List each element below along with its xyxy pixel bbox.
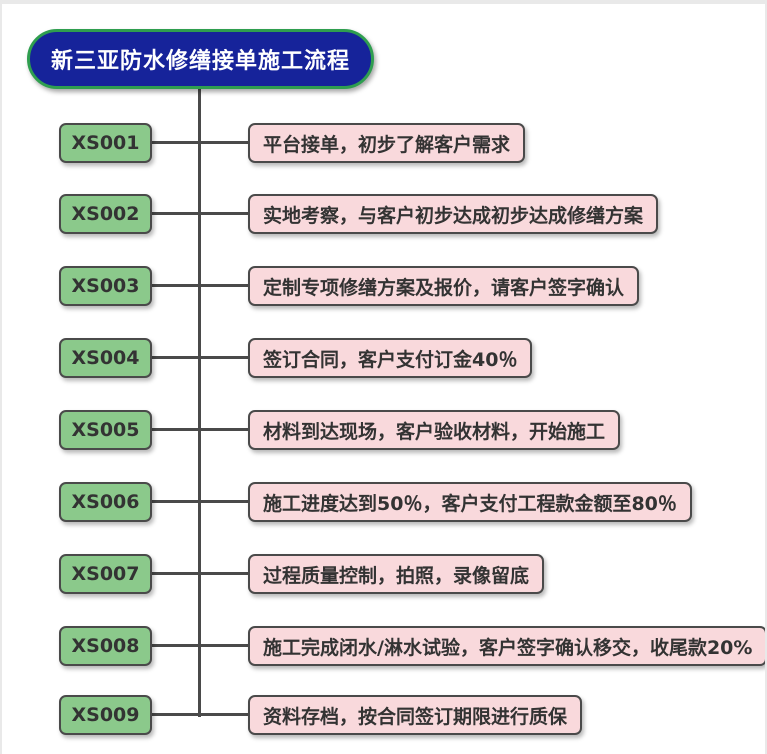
step-desc-label: 过程质量控制，拍照，录像留底 (263, 564, 530, 587)
step-code-box: XS001 (59, 123, 152, 163)
step-code-box: XS006 (59, 482, 152, 522)
step-code-box: XS003 (59, 266, 152, 306)
spine-connector-line (198, 89, 201, 717)
flow-step-row-8: XS008 施工完成闭水/淋水试验，客户签字确认移交，收尾款20% (2, 626, 765, 666)
step-code-label: XS008 (71, 635, 140, 657)
step-code-box: XS009 (59, 695, 152, 735)
flow-step-row-4: XS004 签订合同，客户支付订金40％ (2, 338, 765, 378)
connector-line (150, 212, 250, 215)
flow-step-row-5: XS005 材料到达现场，客户验收材料，开始施工 (2, 410, 765, 450)
step-code-box: XS005 (59, 410, 152, 450)
step-desc-label: 资料存档，按合同签订期限进行质保 (263, 705, 568, 728)
step-desc-label: 材料到达现场，客户验收材料，开始施工 (263, 420, 606, 443)
flow-step-row-3: XS003 定制专项修缮方案及报价，请客户签字确认 (2, 266, 765, 306)
step-code-box: XS008 (59, 626, 152, 666)
step-code-label: XS005 (71, 419, 140, 441)
step-desc-label: 定制专项修缮方案及报价，请客户签字确认 (263, 276, 625, 299)
step-desc-box: 施工进度达到50％，客户支付工程款金额至80％ (248, 482, 692, 522)
connector-line (150, 428, 250, 431)
step-desc-label: 实地考察，与客户初步达成初步达成修缮方案 (263, 204, 644, 227)
step-code-label: XS003 (71, 275, 140, 297)
flow-title: 新三亚防水修缮接单施工流程 (27, 29, 374, 89)
step-desc-label: 平台接单，初步了解客户需求 (263, 133, 511, 156)
step-desc-box: 资料存档，按合同签订期限进行质保 (248, 695, 583, 735)
flow-step-row-2: XS002 实地考察，与客户初步达成初步达成修缮方案 (2, 194, 765, 234)
step-desc-label: 施工完成闭水/淋水试验，客户签字确认移交，收尾款20% (263, 636, 753, 659)
step-desc-box: 材料到达现场，客户验收材料，开始施工 (248, 410, 621, 450)
flow-step-row-6: XS006 施工进度达到50％，客户支付工程款金额至80％ (2, 482, 765, 522)
step-desc-box: 过程质量控制，拍照，录像留底 (248, 554, 545, 594)
step-desc-box: 施工完成闭水/淋水试验，客户签字确认移交，收尾款20% (248, 626, 765, 666)
connector-line (150, 141, 250, 144)
step-code-label: XS002 (71, 203, 140, 225)
step-desc-label: 施工进度达到50％，客户支付工程款金额至80％ (263, 492, 677, 515)
connector-line (150, 644, 250, 647)
step-desc-box: 实地考察，与客户初步达成初步达成修缮方案 (248, 194, 659, 234)
connector-line (150, 500, 250, 503)
step-desc-box: 定制专项修缮方案及报价，请客户签字确认 (248, 266, 640, 306)
step-code-box: XS007 (59, 554, 152, 594)
flow-step-row-9: XS009 资料存档，按合同签订期限进行质保 (2, 695, 765, 735)
flow-step-row-7: XS007 过程质量控制，拍照，录像留底 (2, 554, 765, 594)
step-code-label: XS006 (71, 491, 140, 513)
flow-title-label: 新三亚防水修缮接单施工流程 (50, 49, 350, 74)
connector-line (150, 713, 250, 716)
step-desc-box: 签订合同，客户支付订金40％ (248, 338, 533, 378)
step-code-label: XS001 (71, 132, 140, 154)
step-code-label: XS007 (71, 563, 140, 585)
flow-step-row-1: XS001 平台接单，初步了解客户需求 (2, 123, 765, 163)
connector-line (150, 284, 250, 287)
step-code-label: XS009 (71, 704, 140, 726)
step-code-label: XS004 (71, 347, 140, 369)
connector-line (150, 572, 250, 575)
step-code-box: XS002 (59, 194, 152, 234)
step-desc-label: 签订合同，客户支付订金40％ (263, 348, 518, 371)
step-desc-box: 平台接单，初步了解客户需求 (248, 123, 526, 163)
step-code-box: XS004 (59, 338, 152, 378)
connector-line (150, 356, 250, 359)
